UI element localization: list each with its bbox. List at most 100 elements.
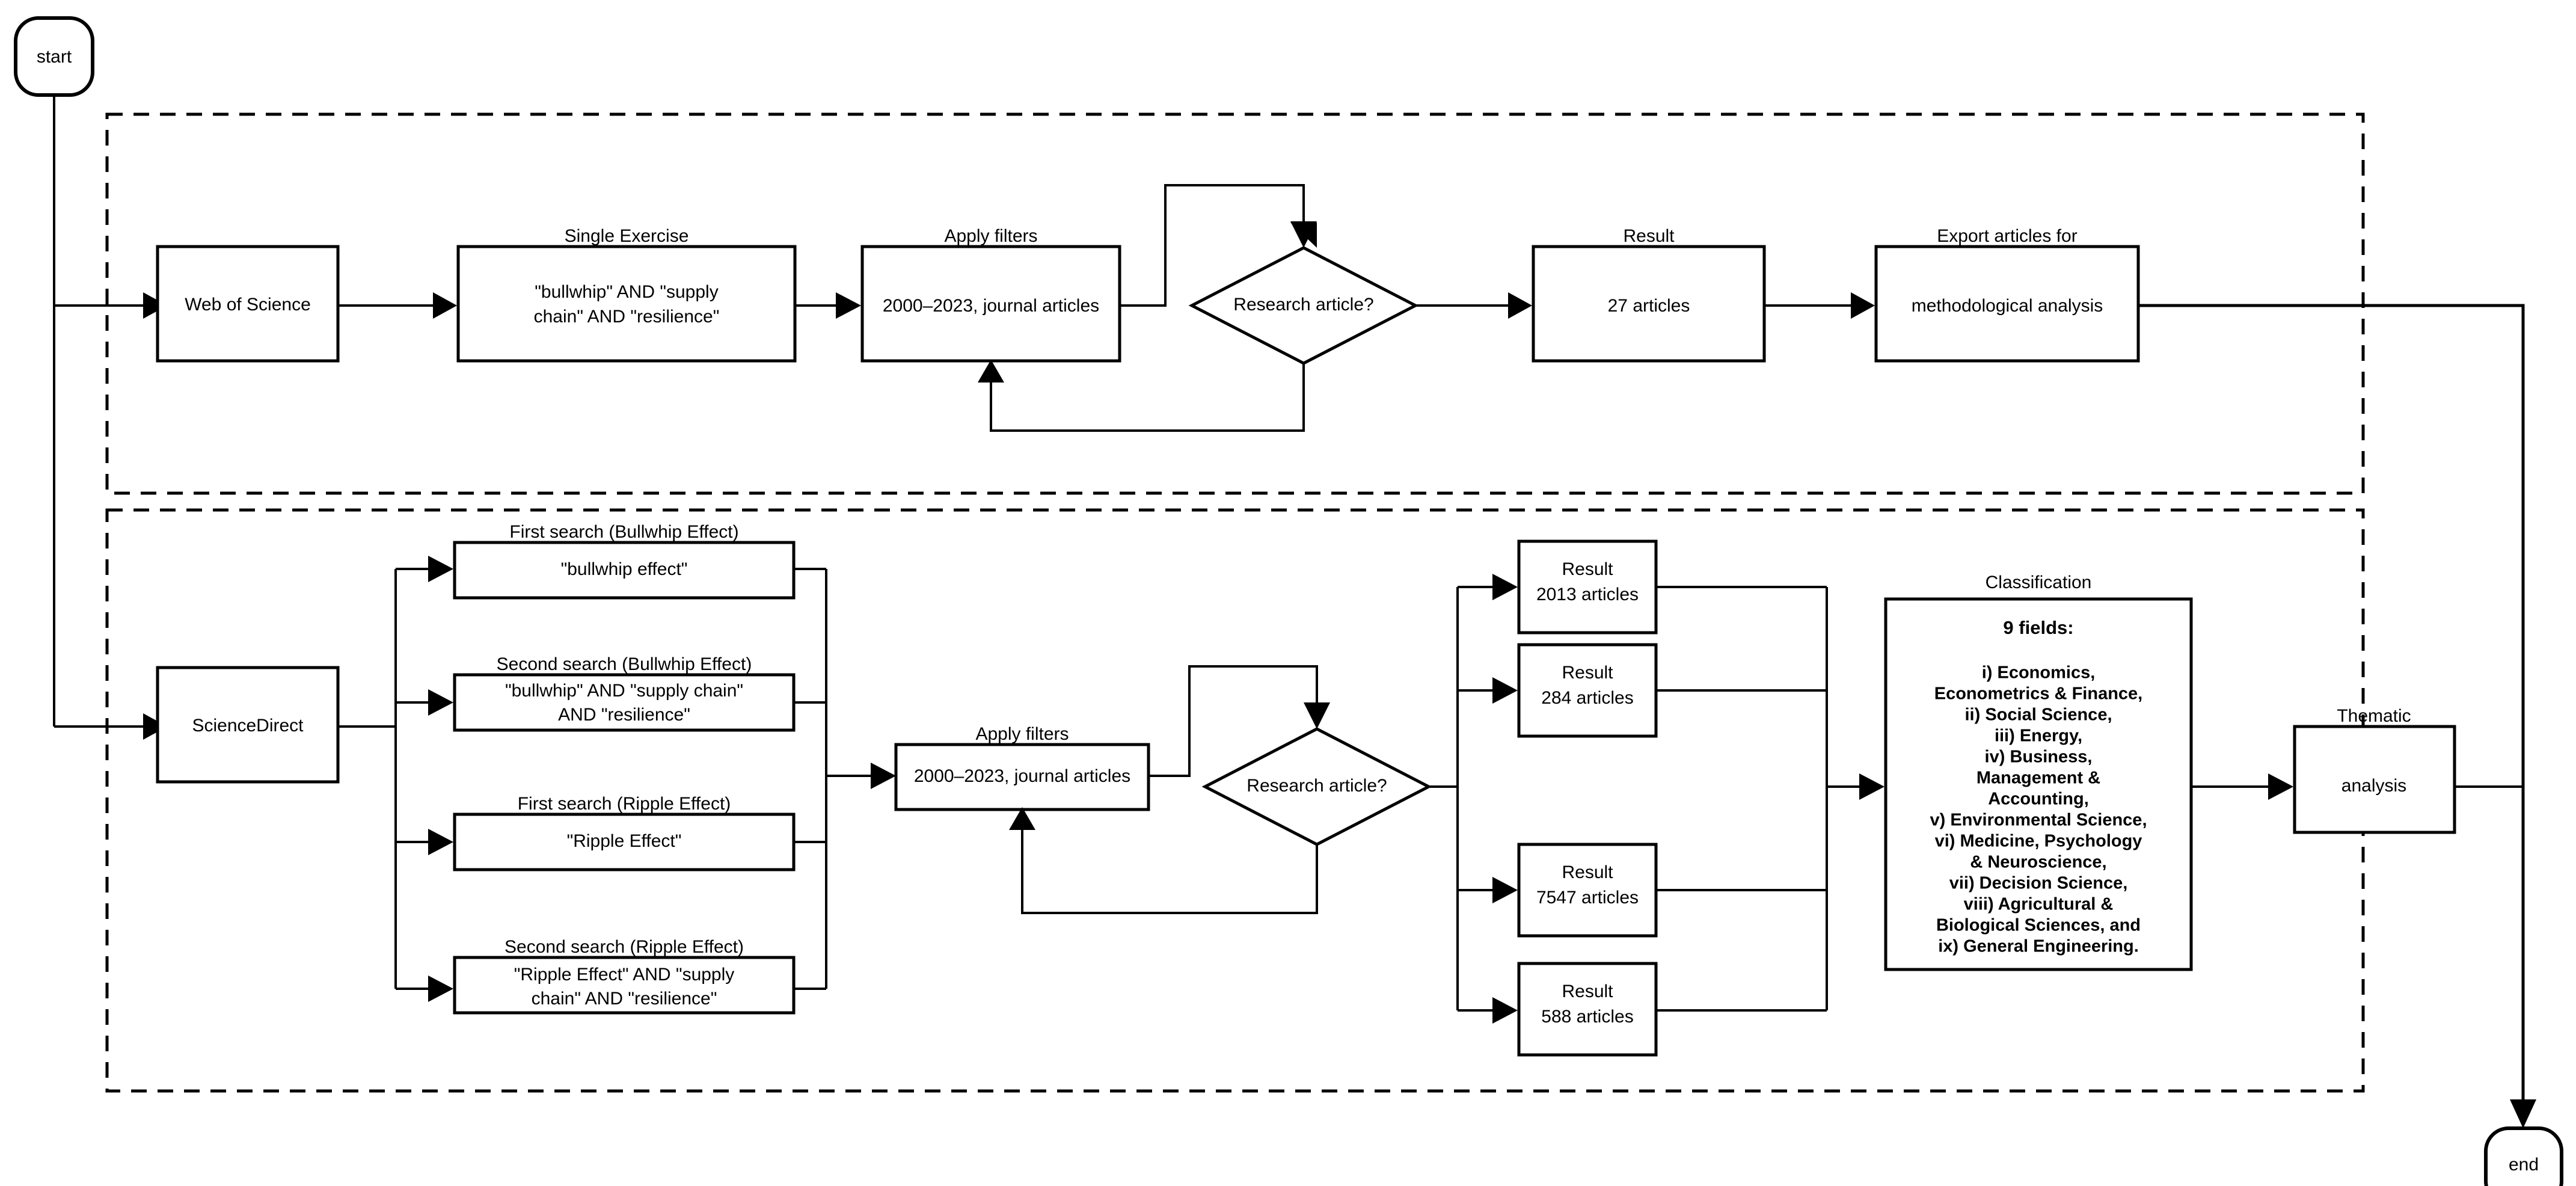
node-top-decision: Research article? [1188, 246, 1419, 365]
search-2-caption: Second search (Bullwhip Effect) [497, 654, 752, 674]
node-bottom-result-2: Result 284 articles [1517, 643, 1658, 738]
thematic-analysis-value: analysis [2341, 776, 2406, 796]
bottom-apply-filters-caption: Apply filters [975, 724, 1069, 744]
arrowhead-bottom-loop-back [1009, 807, 1035, 830]
node-top-result: Result 27 articles [1532, 226, 1766, 363]
edge-sciencedirect-fanout-trunk [338, 569, 397, 989]
node-export-articles: Export articles for methodological analy… [1874, 226, 2140, 363]
bottom-result-4-caption: Result [1562, 982, 1613, 1001]
node-web-of-science: Web of Science [156, 245, 340, 363]
search-4-line2: chain" AND "resilience" [532, 989, 717, 1009]
single-exercise-query-line2: chain" AND "resilience" [534, 307, 720, 327]
classification-line-0: 9 fields: [2003, 617, 2073, 638]
edge-bottom-filters-to-decision [1148, 665, 1318, 777]
search-2-line1: "bullwhip" AND "supply chain" [505, 681, 743, 701]
sciencedirect-label: ScienceDirect [192, 716, 304, 736]
arrowhead-merge-to-bottom-filters [871, 763, 896, 789]
export-articles-caption: Export articles for [1937, 226, 2077, 246]
search-1-line1: "bullwhip effect" [561, 559, 688, 579]
node-bottom-result-4: Result 588 articles [1517, 962, 1658, 1057]
bottom-result-2-value: 284 articles [1541, 688, 1633, 708]
bottom-result-1-caption: Result [1562, 559, 1613, 579]
edge-bottom-decision-to-results-rail [1429, 586, 1492, 1012]
bottom-result-1-value: 2013 articles [1536, 585, 1639, 604]
node-classification: Classification 9 fields: i) Economics, E… [1884, 573, 2193, 971]
classification-line-8: Accounting, [1988, 790, 2089, 809]
node-search-4: Second search (Ripple Effect) "Ripple Ef… [453, 937, 796, 1015]
search-1-caption: First search (Bullwhip Effect) [509, 522, 738, 542]
node-bottom-decision: Research article? [1201, 727, 1432, 846]
arrowhead-top-decision-in [1290, 221, 1317, 248]
classification-line-14: Biological Sciences, and [1936, 916, 2141, 935]
start-terminal: start [14, 16, 94, 97]
arrowhead-to-end [2510, 1099, 2536, 1128]
arrowhead-to-classification [1859, 773, 1884, 800]
node-single-exercise-query: Single Exercise "bullwhip" AND "supply c… [456, 226, 797, 363]
arrowhead-bottom-decision-in [1304, 702, 1330, 729]
arrowhead-to-web-of-science [143, 292, 167, 319]
node-search-1: First search (Bullwhip Effect) "bullwhip… [453, 522, 796, 600]
classification-line-9: v) Environmental Science, [1930, 811, 2147, 830]
top-result-caption: Result [1623, 226, 1675, 246]
search-4-caption: Second search (Ripple Effect) [504, 937, 744, 957]
arrowhead-search-4 [428, 976, 453, 1002]
arrowhead-to-sciencedirect [143, 713, 167, 740]
node-search-2: Second search (Bullwhip Effect) "bullwhi… [453, 654, 796, 732]
search-3-caption: First search (Ripple Effect) [518, 794, 731, 814]
start-label: start [37, 47, 72, 67]
arrowhead-result-4 [1492, 997, 1518, 1024]
classification-line-12: vii) Decision Science, [1949, 874, 2128, 893]
arrowhead-wos-to-query [433, 292, 457, 319]
classification-line-13: viii) Agricultural & [1964, 895, 2114, 914]
arrowhead-search-3 [428, 829, 453, 855]
node-bottom-result-3: Result 7547 articles [1517, 843, 1658, 938]
bottom-result-3-value: 7547 articles [1536, 888, 1639, 908]
classification-line-6: iv) Business, [1985, 748, 2093, 767]
classification-line-10: vi) Medicine, Psychology [1935, 832, 2142, 851]
bottom-result-3-caption: Result [1562, 862, 1613, 882]
node-search-3: First search (Ripple Effect) "Ripple Eff… [453, 794, 796, 871]
arrowhead-to-thematic [2268, 773, 2293, 800]
edge-search-merge-rail [794, 568, 871, 990]
node-bottom-result-1: Result 2013 articles [1517, 539, 1658, 634]
top-decision-label: Research article? [1233, 295, 1373, 315]
arrowhead-query-to-filters [836, 292, 861, 319]
single-exercise-caption: Single Exercise [565, 226, 689, 246]
bottom-decision-label: Research article? [1247, 776, 1387, 796]
node-sciencedirect: ScienceDirect [156, 666, 340, 784]
search-4-line1: "Ripple Effect" AND "supply [514, 965, 735, 985]
web-of-science-label: Web of Science [185, 295, 311, 315]
arrowhead-top-result-to-export [1851, 292, 1875, 319]
end-label: end [2509, 1155, 2539, 1175]
classification-caption: Classification [1986, 573, 2092, 592]
bottom-result-2-caption: Result [1562, 663, 1613, 683]
classification-line-4: ii) Social Science, [1965, 705, 2112, 725]
single-exercise-query-line1: "bullwhip" AND "supply [535, 282, 718, 302]
top-result-value: 27 articles [1608, 296, 1690, 316]
bottom-apply-filters-value: 2000–2023, journal articles [914, 766, 1130, 786]
edge-results-merge-rail [1656, 586, 1859, 1012]
export-articles-value: methodological analysis [1912, 296, 2103, 316]
classification-line-2: i) Economics, [1982, 663, 2096, 683]
edge-top-decision-loop-back [990, 363, 1305, 432]
classification-line-15: ix) General Engineering. [1938, 937, 2139, 956]
classification-line-11: & Neuroscience, [1970, 853, 2106, 872]
node-bottom-apply-filters: Apply filters 2000–2023, journal article… [894, 724, 1150, 811]
thematic-analysis-caption: Thematic [2337, 706, 2411, 726]
classification-line-3: Econometrics & Finance, [1934, 684, 2143, 704]
top-apply-filters-value: 2000–2023, journal articles [883, 296, 1099, 316]
edge-export-to-end [2138, 304, 2525, 1099]
arrowhead-result-1 [1492, 574, 1518, 600]
search-3-line1: "Ripple Effect" [567, 831, 682, 851]
arrowhead-top-decision-to-result [1508, 292, 1532, 319]
node-top-apply-filters: Apply filters 2000–2023, journal article… [860, 226, 1121, 363]
search-2-line2: AND "resilience" [558, 705, 690, 725]
edge-top-filters-to-decision [1120, 184, 1305, 307]
bottom-result-4-value: 588 articles [1541, 1007, 1633, 1027]
group-box-web-of-science [105, 112, 2365, 495]
top-apply-filters-caption: Apply filters [944, 226, 1037, 246]
classification-line-5: iii) Energy, [1995, 727, 2082, 746]
edge-bottom-decision-loop-back [1021, 830, 1318, 914]
classification-line-7: Management & [1976, 769, 2100, 788]
